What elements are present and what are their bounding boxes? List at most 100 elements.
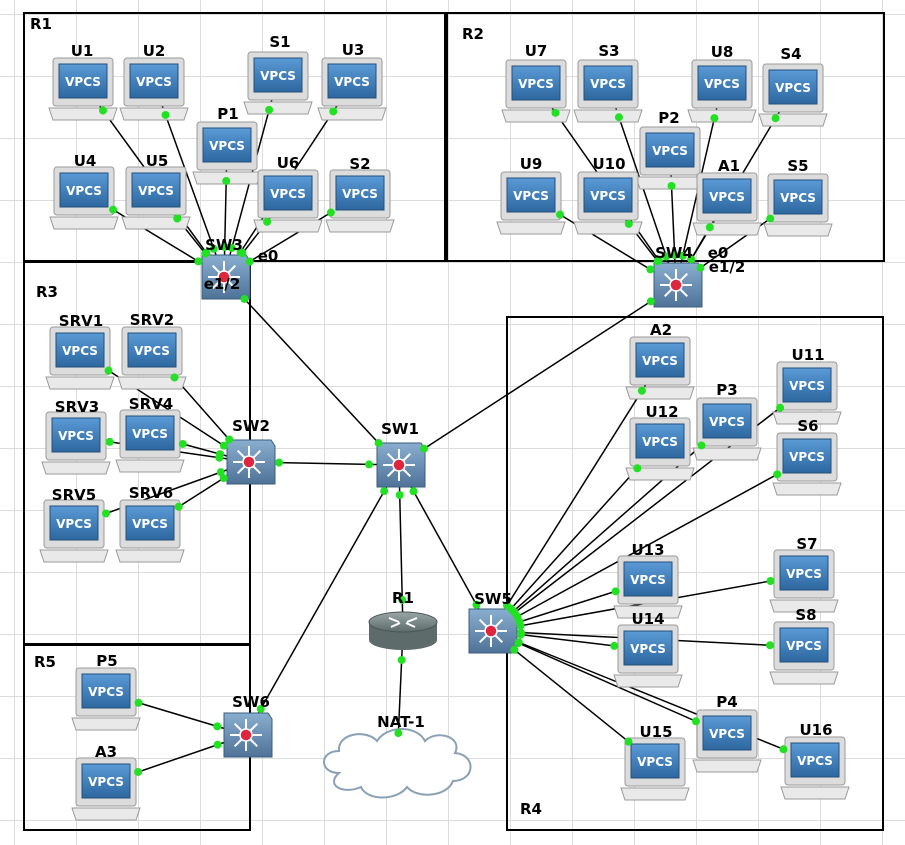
port-dot-p3	[697, 441, 706, 450]
pc-s4[interactable]: VPCS	[758, 63, 828, 127]
vpcs-text: VPCS	[56, 517, 92, 531]
node-label-sw3: SW3	[205, 236, 243, 254]
vpcs-text: VPCS	[797, 754, 833, 768]
router-r1[interactable]	[368, 611, 438, 650]
screen	[58, 63, 108, 99]
node-label-u7: U7	[525, 42, 548, 60]
port-dot-u7	[551, 108, 560, 117]
vpcs-text: VPCS	[709, 727, 745, 741]
pc-a3[interactable]: VPCS	[71, 757, 141, 821]
pc-p1[interactable]: VPCS	[192, 121, 262, 185]
pc-s7[interactable]: VPCS	[769, 549, 839, 613]
screen	[697, 65, 747, 101]
port-dot-srv4	[178, 439, 187, 448]
pc-srv4[interactable]: VPCS	[115, 409, 185, 473]
screen	[623, 561, 673, 597]
pc-srv3[interactable]: VPCS	[41, 411, 111, 475]
screen	[55, 332, 105, 368]
pc-u9[interactable]: VPCS	[496, 171, 566, 235]
pc-u7[interactable]: VPCS	[501, 59, 571, 123]
port-dot-u3	[329, 107, 338, 116]
node-label-s2: S2	[349, 155, 370, 173]
node-label-sw4: SW4	[655, 244, 693, 262]
screen	[768, 69, 818, 105]
keyboard-base	[613, 605, 683, 619]
port-dot-s7	[766, 576, 775, 585]
vpcs-text: VPCS	[789, 379, 825, 393]
arrow-ray	[386, 452, 396, 462]
pc-u16[interactable]: VPCS	[780, 736, 850, 800]
pc-u12[interactable]: VPCS	[625, 417, 695, 481]
node-label-u10: U10	[592, 155, 625, 173]
pc-s5[interactable]: VPCS	[763, 173, 833, 237]
vpcs-text: VPCS	[637, 755, 673, 769]
switch-sw2[interactable]	[226, 439, 276, 485]
keyboard-base	[625, 386, 695, 400]
pc-u2[interactable]: VPCS	[119, 57, 189, 121]
pc-srv2[interactable]: VPCS	[117, 326, 187, 390]
pc-u8[interactable]: VPCS	[687, 59, 757, 123]
pc-s2[interactable]: VPCS	[325, 169, 395, 233]
node-label-p2: P2	[658, 109, 679, 127]
pc-a2[interactable]: VPCS	[625, 336, 695, 400]
arrow-ray	[478, 618, 488, 628]
screen	[335, 175, 385, 211]
pc-u13[interactable]: VPCS	[613, 555, 683, 619]
keyboard-base	[769, 599, 839, 613]
pc-u6[interactable]: VPCS	[253, 169, 323, 233]
switch-sw1[interactable]	[376, 442, 426, 488]
port-dot-sw5	[516, 621, 525, 630]
node-label-srv4: SRV4	[129, 395, 173, 413]
pc-u4[interactable]: VPCS	[49, 166, 119, 230]
pc-a1[interactable]: VPCS	[692, 172, 762, 236]
vpcs-text: VPCS	[88, 685, 124, 699]
pc-u15[interactable]: VPCS	[620, 737, 690, 801]
screen	[583, 65, 633, 101]
pc-u5[interactable]: VPCS	[121, 166, 191, 230]
keyboard-base	[501, 109, 571, 123]
pc-u1[interactable]: VPCS	[48, 57, 118, 121]
keyboard-base	[117, 376, 187, 390]
node-label-s1: S1	[269, 33, 290, 51]
pc-s8[interactable]: VPCS	[769, 621, 839, 685]
node-label-u14: U14	[631, 610, 664, 628]
arrow-ray	[233, 722, 243, 732]
interface-label-sw4-e1-2: e1/2	[709, 258, 746, 276]
pc-u14[interactable]: VPCS	[613, 624, 683, 688]
keyboard-base	[317, 107, 387, 121]
switch-sw6[interactable]	[223, 712, 273, 758]
pc-s3[interactable]: VPCS	[573, 59, 643, 123]
pc-p4[interactable]: VPCS	[692, 709, 762, 773]
pc-srv1[interactable]: VPCS	[45, 326, 115, 390]
pc-p5[interactable]: VPCS	[71, 667, 141, 731]
vpcs-text: VPCS	[138, 184, 174, 198]
vpcs-text: VPCS	[652, 144, 688, 158]
screen	[511, 65, 561, 101]
port-dot-nat-1	[394, 729, 403, 738]
pc-u3[interactable]: VPCS	[317, 57, 387, 121]
keyboard-base	[763, 223, 833, 237]
vpcs-text: VPCS	[775, 81, 811, 95]
switch-sw5[interactable]	[468, 608, 518, 654]
node-label-u1: U1	[71, 42, 94, 60]
pc-srv6[interactable]: VPCS	[115, 499, 185, 563]
node-label-sw6: SW6	[232, 693, 270, 711]
screen	[790, 742, 840, 778]
pc-s1[interactable]: VPCS	[243, 51, 313, 115]
port-dot-s4	[771, 114, 780, 123]
arrow-ray	[236, 449, 246, 459]
pc-p2[interactable]: VPCS	[635, 126, 705, 190]
port-dot-sw4	[678, 251, 687, 260]
switch-led	[669, 278, 683, 292]
switch-sw3[interactable]	[201, 254, 251, 300]
pc-u11[interactable]: VPCS	[772, 361, 842, 425]
vpcs-text: VPCS	[642, 435, 678, 449]
pc-p3[interactable]: VPCS	[692, 397, 762, 461]
node-label-u11: U11	[791, 346, 824, 364]
arrow-ray	[402, 452, 412, 462]
cloud-nat-1[interactable]	[323, 728, 472, 799]
pc-s6[interactable]: VPCS	[772, 432, 842, 496]
switch-sw4[interactable]	[653, 262, 703, 308]
pc-srv5[interactable]: VPCS	[39, 499, 109, 563]
